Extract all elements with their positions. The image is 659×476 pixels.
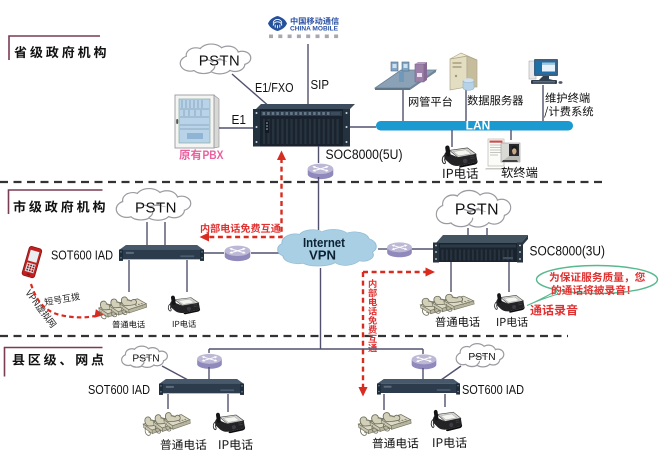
svg-text:SOT600 IAD: SOT600 IAD (462, 382, 524, 397)
svg-text:SOC8000(5U): SOC8000(5U) (326, 147, 403, 162)
svg-text:SOC8000(3U): SOC8000(3U) (530, 243, 606, 258)
svg-text:E1/FXO: E1/FXO (255, 80, 294, 95)
svg-text:PSTN: PSTN (135, 200, 177, 217)
svg-text:PSTN: PSTN (132, 354, 159, 365)
svg-text:PBX: PBX (203, 150, 224, 162)
svg-text:CHINA MOBILE: CHINA MOBILE (290, 26, 339, 33)
svg-text:PSTN: PSTN (468, 352, 495, 363)
svg-text:Internet: Internet (303, 235, 346, 250)
svg-text:SOT600 IAD: SOT600 IAD (88, 382, 150, 397)
svg-text:PSTN: PSTN (199, 54, 240, 70)
svg-text:VPN: VPN (309, 248, 336, 263)
svg-text:E1: E1 (232, 112, 247, 127)
svg-text:SIP: SIP (311, 77, 330, 92)
svg-text:SOT600 IAD: SOT600 IAD (51, 248, 113, 263)
svg-text:LAN: LAN (466, 118, 491, 132)
svg-text:PSTN: PSTN (455, 202, 499, 219)
